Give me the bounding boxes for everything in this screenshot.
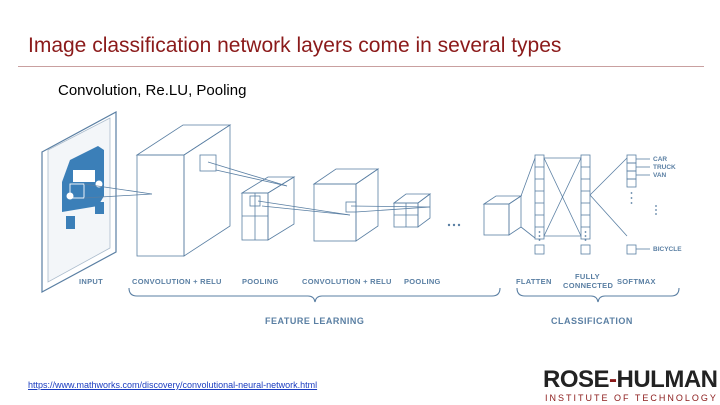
logo-wordmark: ROSE-HULMAN [543,368,718,392]
input-image-panel [41,110,117,294]
logo-tagline: INSTITUTE OF TECHNOLOGY [545,393,718,403]
label-flatten: FLATTEN [516,277,552,286]
title-divider [18,66,704,67]
class-label-bicycle: BICYCLE [653,246,682,253]
class-label-truck: TRUCK [653,164,676,171]
class-label-car: CAR [653,156,667,163]
flatten-column [534,154,545,255]
logo-name-part2: HULMAN [616,366,718,393]
label-classification: CLASSIFICATION [551,316,633,326]
car-icon [62,146,104,229]
logo-name-part1: ROSE [543,366,610,393]
label-pool2: POOLING [404,277,441,286]
classification-brace [516,287,680,303]
rose-hulman-logo: ROSE-HULMAN INSTITUTE OF TECHNOLOGY [543,368,720,405]
slide-subtitle: Convolution, Re.LU, Pooling [58,82,247,99]
feature-learning-brace [128,287,501,303]
label-fc-line2: CONNECTED [563,281,613,290]
label-conv2: CONVOLUTION + RELU [302,277,392,286]
label-pool1: POOLING [242,277,279,286]
pool1-block [240,176,296,241]
label-fc-line1: FULLY [575,272,600,281]
conv1-block [135,124,232,257]
final-feature-block [482,195,523,236]
class-label-van: VAN [653,172,667,179]
pool2-block [392,193,432,228]
ellipsis-dots [447,223,461,227]
softmax-column [626,154,637,255]
logo-dash: - [609,366,617,393]
fully-connected-column [580,154,591,255]
slide-title: Image classification network layers come… [28,34,562,57]
conv2-block [312,168,380,242]
source-link[interactable]: https://www.mathworks.com/discovery/conv… [28,380,318,390]
label-feature-learning: FEATURE LEARNING [265,316,364,326]
label-conv1: CONVOLUTION + RELU [132,277,222,286]
label-softmax: SOFTMAX [617,277,656,286]
label-input: INPUT [79,277,103,286]
